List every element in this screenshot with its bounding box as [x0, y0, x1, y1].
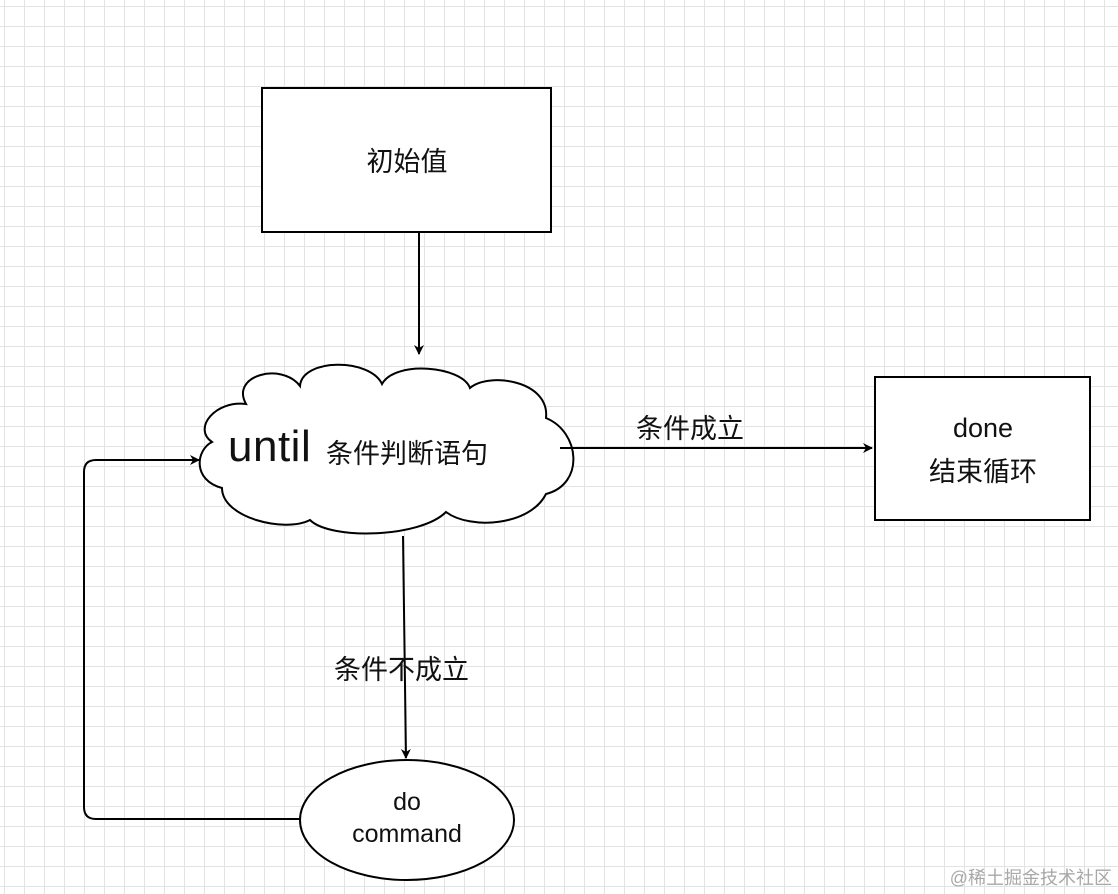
- done-label: 结束循环: [929, 457, 1037, 487]
- until-keyword: until: [228, 422, 312, 471]
- watermark: @稀土掘金技术社区: [949, 868, 1112, 888]
- condition-true-label: 条件成立: [636, 414, 744, 444]
- init-box[interactable]: [261, 87, 552, 233]
- done-keyword: done: [952, 413, 1014, 443]
- do-keyword: do: [393, 788, 421, 816]
- done-box[interactable]: [874, 376, 1091, 521]
- condition-false-label: 条件不成立: [334, 655, 469, 685]
- arrow-condition-to-do: [400, 535, 411, 759]
- condition-label: 条件判断语句: [326, 439, 488, 469]
- arrow-do-loop-back: [83, 455, 300, 820]
- init-label: 初始值: [366, 147, 448, 177]
- command-label: command: [352, 820, 462, 848]
- condition-cloud[interactable]: [198, 363, 575, 535]
